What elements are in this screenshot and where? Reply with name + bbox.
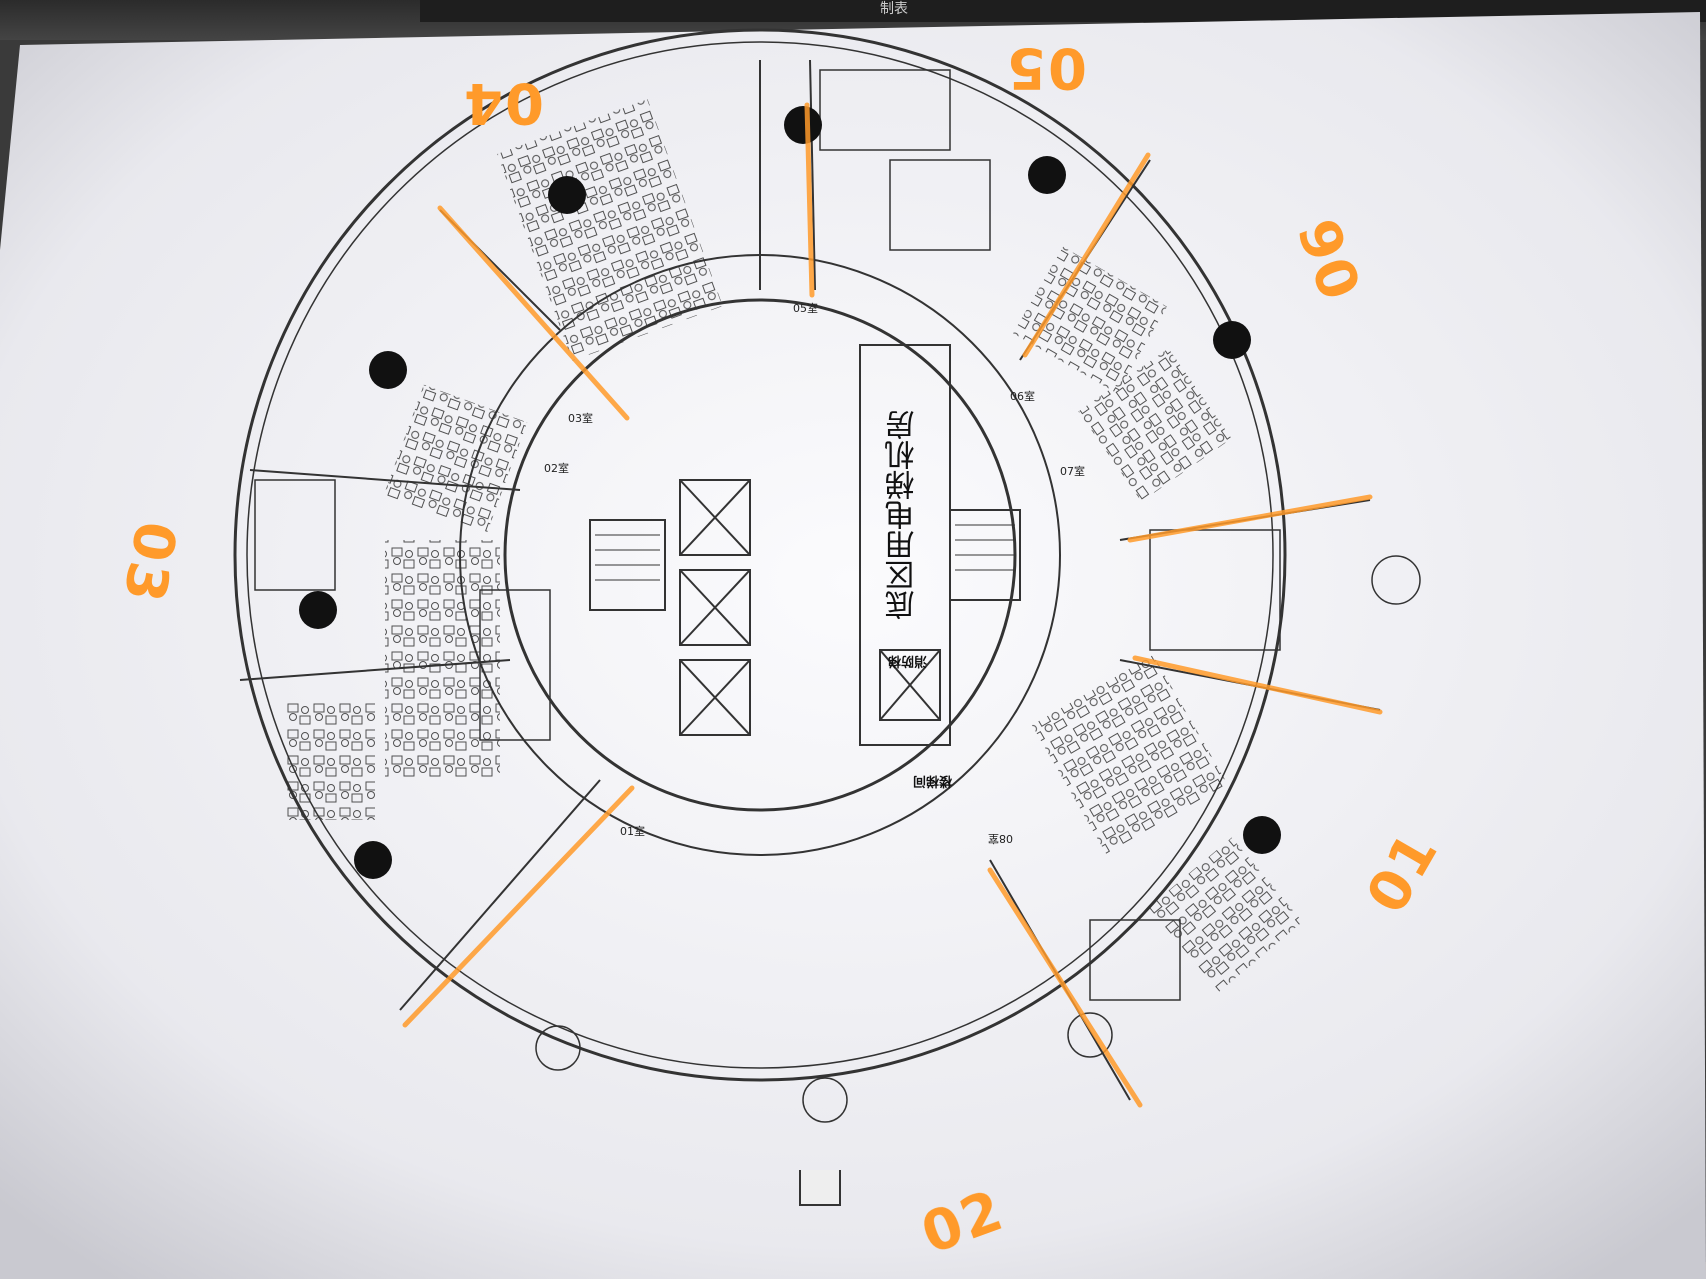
outer-wall <box>233 28 1287 1082</box>
outer-wall-inner <box>246 41 1274 1069</box>
room-label-08: 08室 <box>988 832 1013 846</box>
stair-box-label: 楼梯间 <box>913 773 952 789</box>
room-label-02: 02室 <box>544 461 569 475</box>
marker-lines <box>402 102 1383 1108</box>
handwritten-05: 05 <box>1005 35 1087 100</box>
keyboard-text: 制表 <box>880 1 908 17</box>
fire-elevator-label: 消防梯 <box>888 653 927 669</box>
keyboard-edge: 制表 <box>420 0 1706 22</box>
columns <box>299 106 1281 879</box>
room-label-07: 07室 <box>1060 464 1085 478</box>
paper <box>0 12 1706 1279</box>
round-columns <box>535 555 1421 1123</box>
desk-areas <box>285 99 1303 993</box>
room-label-01: 01室 <box>620 824 645 838</box>
handwritten-04: 04 <box>462 70 544 135</box>
room-label-05: 05室 <box>793 301 818 315</box>
room-label-06: 06室 <box>1010 389 1035 403</box>
entrance-notch <box>799 1170 841 1206</box>
stair-lines <box>595 524 1015 581</box>
offices <box>254 69 1281 1001</box>
core-label: 底区用电梯机房 <box>885 410 921 620</box>
room-label-03: 03室 <box>568 411 593 425</box>
core-block <box>589 344 1021 746</box>
